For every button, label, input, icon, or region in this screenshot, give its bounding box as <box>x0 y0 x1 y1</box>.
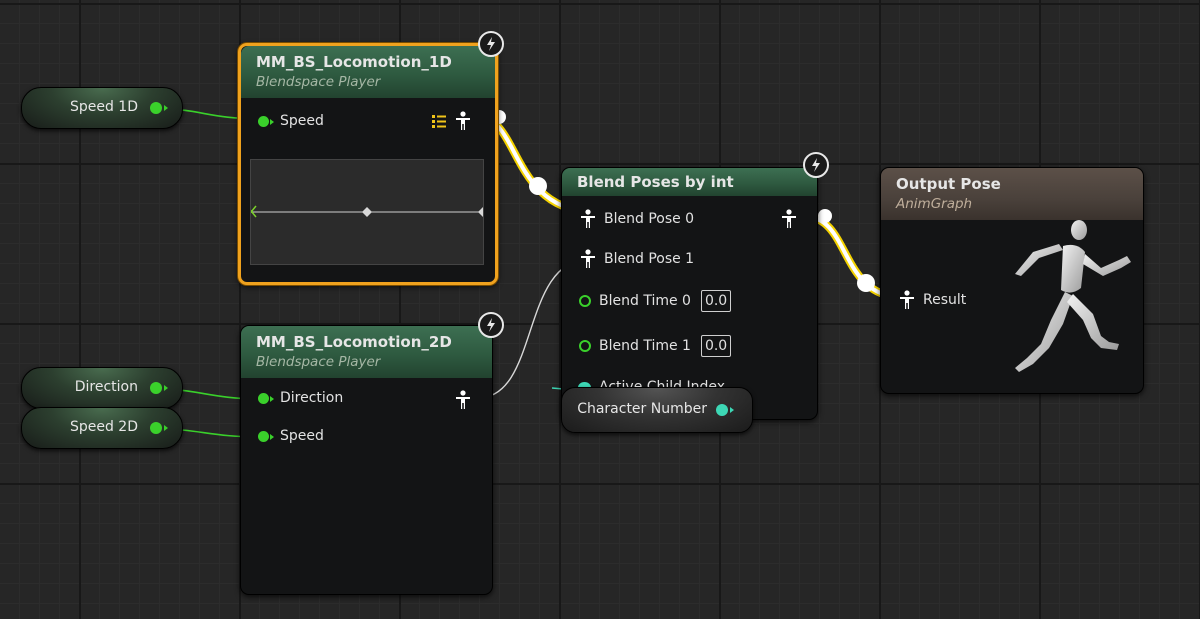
speed-2d-label: Speed 2D <box>69 419 138 435</box>
pin-label: Speed <box>280 113 324 129</box>
node-subtitle: Blendspace Player <box>256 74 381 90</box>
pin-label: Speed <box>280 428 324 444</box>
fast-path-bolt-icon <box>478 31 504 57</box>
reroute-knot[interactable] <box>818 209 832 223</box>
pin-label: Blend Pose 0 <box>604 211 695 227</box>
node-subtitle: Blendspace Player <box>256 354 381 370</box>
node-header[interactable]: MM_BS_Locomotion_2D Blendspace Player <box>241 326 492 378</box>
pose-output-pin-icon[interactable] <box>781 209 797 229</box>
bool-pin-icon <box>258 430 274 442</box>
speed-input-pin[interactable]: Speed <box>258 113 324 129</box>
node-subtitle: AnimGraph <box>896 196 973 212</box>
blendspace-1d-node[interactable]: MM_BS_Locomotion_1D Blendspace Player Sp… <box>238 43 498 285</box>
speed-1d-label: Speed 1D <box>69 99 138 115</box>
float-pin-icon <box>579 340 591 352</box>
speed-2d-variable[interactable]: Speed 2D <box>21 407 183 449</box>
running-mannequin-icon <box>1015 220 1131 372</box>
blend-time-1-input[interactable]: 0.0 <box>700 335 732 357</box>
pin-label: Blend Time 0 <box>599 293 691 309</box>
node-title: MM_BS_Locomotion_2D <box>256 333 452 351</box>
pose-pin-icon <box>581 209 595 228</box>
output-pose-node[interactable]: Output Pose AnimGraph Result <box>880 167 1144 394</box>
pose-pin-icon <box>900 290 914 309</box>
direction-label: Direction <box>74 379 138 395</box>
bool-pin-icon <box>258 392 274 404</box>
blend-pose-0-pin[interactable]: Blend Pose 0 <box>580 209 694 229</box>
blend-poses-by-int-node[interactable]: Blend Poses by int Blend Pose 0 Blend Po… <box>561 167 818 420</box>
fast-path-bolt-icon <box>478 312 504 338</box>
list-icon[interactable] <box>431 113 447 129</box>
node-header[interactable]: Output Pose AnimGraph <box>881 168 1143 220</box>
blend-pose-1-pin[interactable]: Blend Pose 1 <box>580 249 694 269</box>
result-input-pin[interactable]: Result <box>899 290 966 310</box>
character-number-variable[interactable]: Character Number <box>561 387 753 433</box>
pose-output-pin-icon[interactable] <box>455 111 471 131</box>
pose-output-pin-icon[interactable] <box>455 390 471 410</box>
node-header[interactable]: Blend Poses by int <box>562 168 817 196</box>
fast-path-bolt-icon <box>803 152 829 178</box>
blendspace-axis <box>251 205 483 218</box>
blend-time-1-pin[interactable]: Blend Time 1 0.0 <box>579 335 732 357</box>
node-title: Output Pose <box>896 175 1001 193</box>
direction-input-pin[interactable]: Direction <box>258 390 343 406</box>
reroute-knot[interactable] <box>857 274 875 292</box>
float-pin-icon <box>579 295 591 307</box>
blend-time-0-input[interactable]: 0.0 <box>700 290 732 312</box>
character-number-output-pin[interactable] <box>716 404 734 416</box>
character-number-label: Character Number <box>577 401 707 417</box>
pin-label: Blend Pose 1 <box>604 251 695 267</box>
blendspace-2d-node[interactable]: MM_BS_Locomotion_2D Blendspace Player Di… <box>240 325 493 595</box>
pin-label: Result <box>923 292 967 308</box>
pin-label: Blend Time 1 <box>599 338 691 354</box>
direction-output-pin[interactable] <box>150 382 168 394</box>
node-title: Blend Poses by int <box>577 173 734 191</box>
speed-1d-variable[interactable]: Speed 1D <box>21 87 183 129</box>
bool-pin-icon <box>258 115 274 127</box>
speed-input-pin[interactable]: Speed <box>258 428 324 444</box>
blendspace-preview[interactable] <box>250 159 484 265</box>
pin-label: Direction <box>280 390 344 406</box>
node-header[interactable]: MM_BS_Locomotion_1D Blendspace Player <box>241 46 495 98</box>
speed-2d-output-pin[interactable] <box>150 422 168 434</box>
speed-1d-output-pin[interactable] <box>150 102 168 114</box>
blend-time-0-pin[interactable]: Blend Time 0 0.0 <box>579 290 732 312</box>
direction-variable[interactable]: Direction <box>21 367 183 409</box>
pose-pin-icon <box>581 249 595 268</box>
reroute-knot[interactable] <box>529 177 547 195</box>
node-title: MM_BS_Locomotion_1D <box>256 53 452 71</box>
